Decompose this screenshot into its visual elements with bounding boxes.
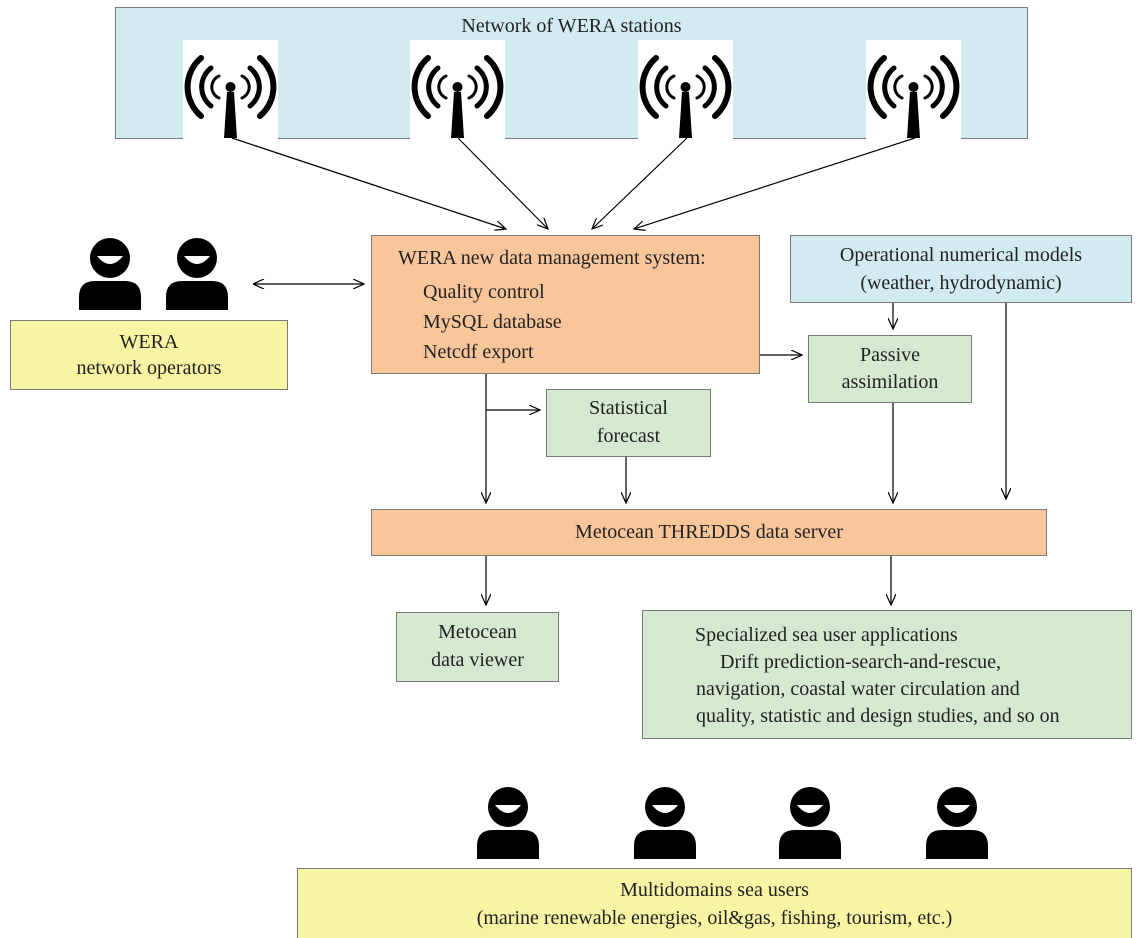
operator-person-icon xyxy=(75,237,145,312)
arrow-station4-to-dms xyxy=(634,137,916,229)
sea-user-person-icon xyxy=(473,786,543,861)
sea-user-person-icon xyxy=(630,786,700,861)
network-operators-line1: WERA xyxy=(119,331,179,353)
passive-assimilation-line1: Passive xyxy=(860,344,920,366)
numerical-models-line1: Operational numerical models xyxy=(839,244,1083,266)
thredds-server-box xyxy=(371,509,1047,556)
statistical-forecast-line1: Statistical xyxy=(589,397,668,419)
sea-user-applications-line1: Drift prediction-search-and-rescue, xyxy=(720,651,1001,673)
network-operators-box xyxy=(10,320,288,390)
sea-users-line1: Multidomains sea users xyxy=(620,879,809,901)
dms-item-mysql-database: MySQL database xyxy=(423,311,562,333)
numerical-models-line2: (weather, hydrodynamic) xyxy=(860,272,1062,294)
sea-user-applications-line2: navigation, coastal water circulation an… xyxy=(696,678,1020,700)
data-management-system-box xyxy=(371,235,760,374)
wera-stations-title: Network of WERA stations xyxy=(461,15,682,37)
radio-tower-icon xyxy=(410,40,505,140)
passive-assimilation-line2: assimilation xyxy=(841,371,939,393)
sea-user-applications-title: Specialized sea user applications xyxy=(695,624,958,646)
arrow-station3-to-dms xyxy=(592,137,688,229)
arrow-station2-to-dms xyxy=(457,137,548,229)
data-viewer-line2: data viewer xyxy=(431,649,524,671)
dms-title: WERA new data management system: xyxy=(398,247,706,269)
network-operators-line2: network operators xyxy=(76,357,222,379)
statistical-forecast-line2: forecast xyxy=(596,425,661,447)
dms-item-quality-control: Quality control xyxy=(423,281,545,303)
sea-user-person-icon xyxy=(922,786,992,861)
sea-user-person-icon xyxy=(775,786,845,861)
sea-users-box xyxy=(297,868,1132,938)
thredds-server-label: Metocean THREDDS data server xyxy=(575,521,843,543)
passive-assimilation-box xyxy=(808,335,972,403)
sea-user-applications-line3: quality, statistic and design studies, a… xyxy=(696,705,1060,727)
data-viewer-box xyxy=(396,612,559,682)
radio-tower-icon xyxy=(638,40,733,140)
statistical-forecast-box xyxy=(546,389,711,457)
sea-users-line2: (marine renewable energies, oil&gas, fis… xyxy=(476,907,953,929)
radio-tower-icon xyxy=(866,40,961,140)
operator-person-icon xyxy=(162,237,232,312)
numerical-models-box xyxy=(790,235,1132,303)
dms-item-netcdf-export: Netcdf export xyxy=(423,341,534,363)
radio-tower-icon xyxy=(183,40,278,140)
data-viewer-line1: Metocean xyxy=(438,621,517,643)
arrow-station1-to-dms xyxy=(231,137,506,229)
sea-user-applications-box xyxy=(642,610,1132,739)
